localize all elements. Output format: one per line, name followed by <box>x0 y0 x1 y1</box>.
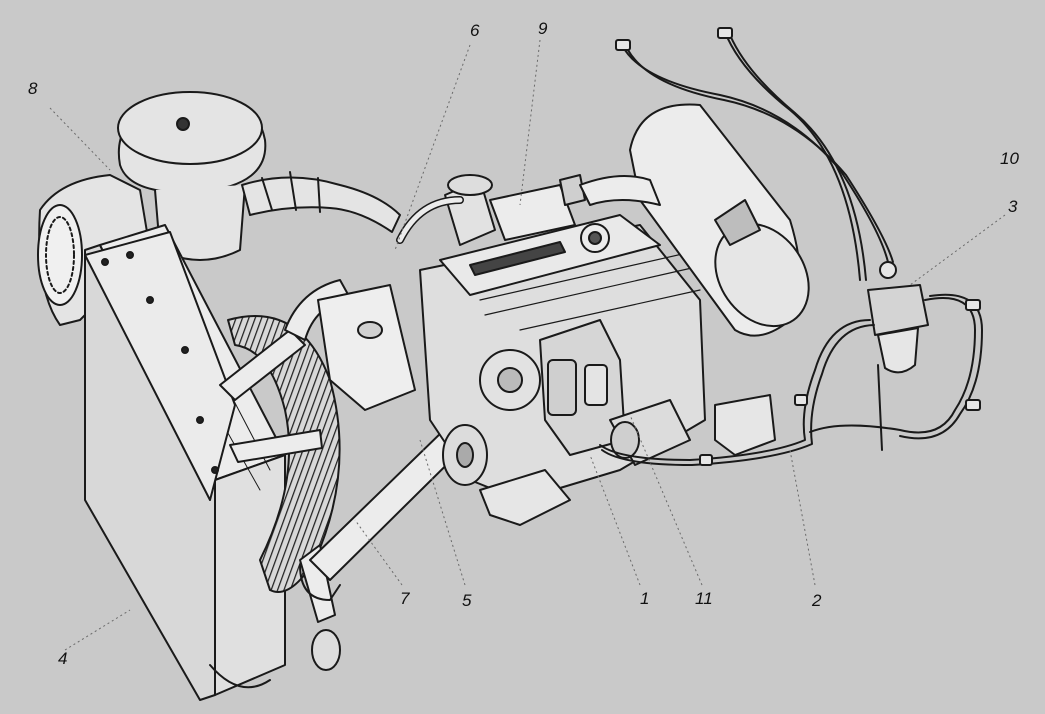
callout-5: 5 <box>462 591 472 610</box>
callout-9: 9 <box>538 19 548 38</box>
coolant-hoses <box>219 279 351 671</box>
exhaust-silencer <box>579 103 810 337</box>
callout-10: 10 <box>1000 149 1019 168</box>
cooling-fan <box>227 315 341 593</box>
callout-11: 11 <box>695 589 713 608</box>
fuel-lines <box>599 31 983 466</box>
alternator <box>479 349 541 411</box>
callout-8: 8 <box>28 79 38 98</box>
shroud-panel <box>84 231 236 501</box>
starter-motor <box>609 399 691 466</box>
callout-3: 3 <box>1008 197 1018 216</box>
callout-leader-lines <box>49 39 1006 651</box>
callout-1: 1 <box>640 589 650 608</box>
callout-7: 7 <box>400 589 410 608</box>
callout-6: 6 <box>470 21 480 40</box>
expansion-tank <box>317 284 416 411</box>
injection-pump <box>539 319 626 456</box>
fuel-line-fittings <box>615 27 981 466</box>
front-engine-mount <box>479 469 571 526</box>
crank-pulley <box>442 424 488 486</box>
turbocharger <box>396 174 586 246</box>
fuel-filter <box>867 261 929 451</box>
rear-engine-mount <box>714 394 776 456</box>
air-cleaner <box>117 91 401 261</box>
callout-4: 4 <box>58 649 68 668</box>
callout-2: 2 <box>812 591 822 610</box>
